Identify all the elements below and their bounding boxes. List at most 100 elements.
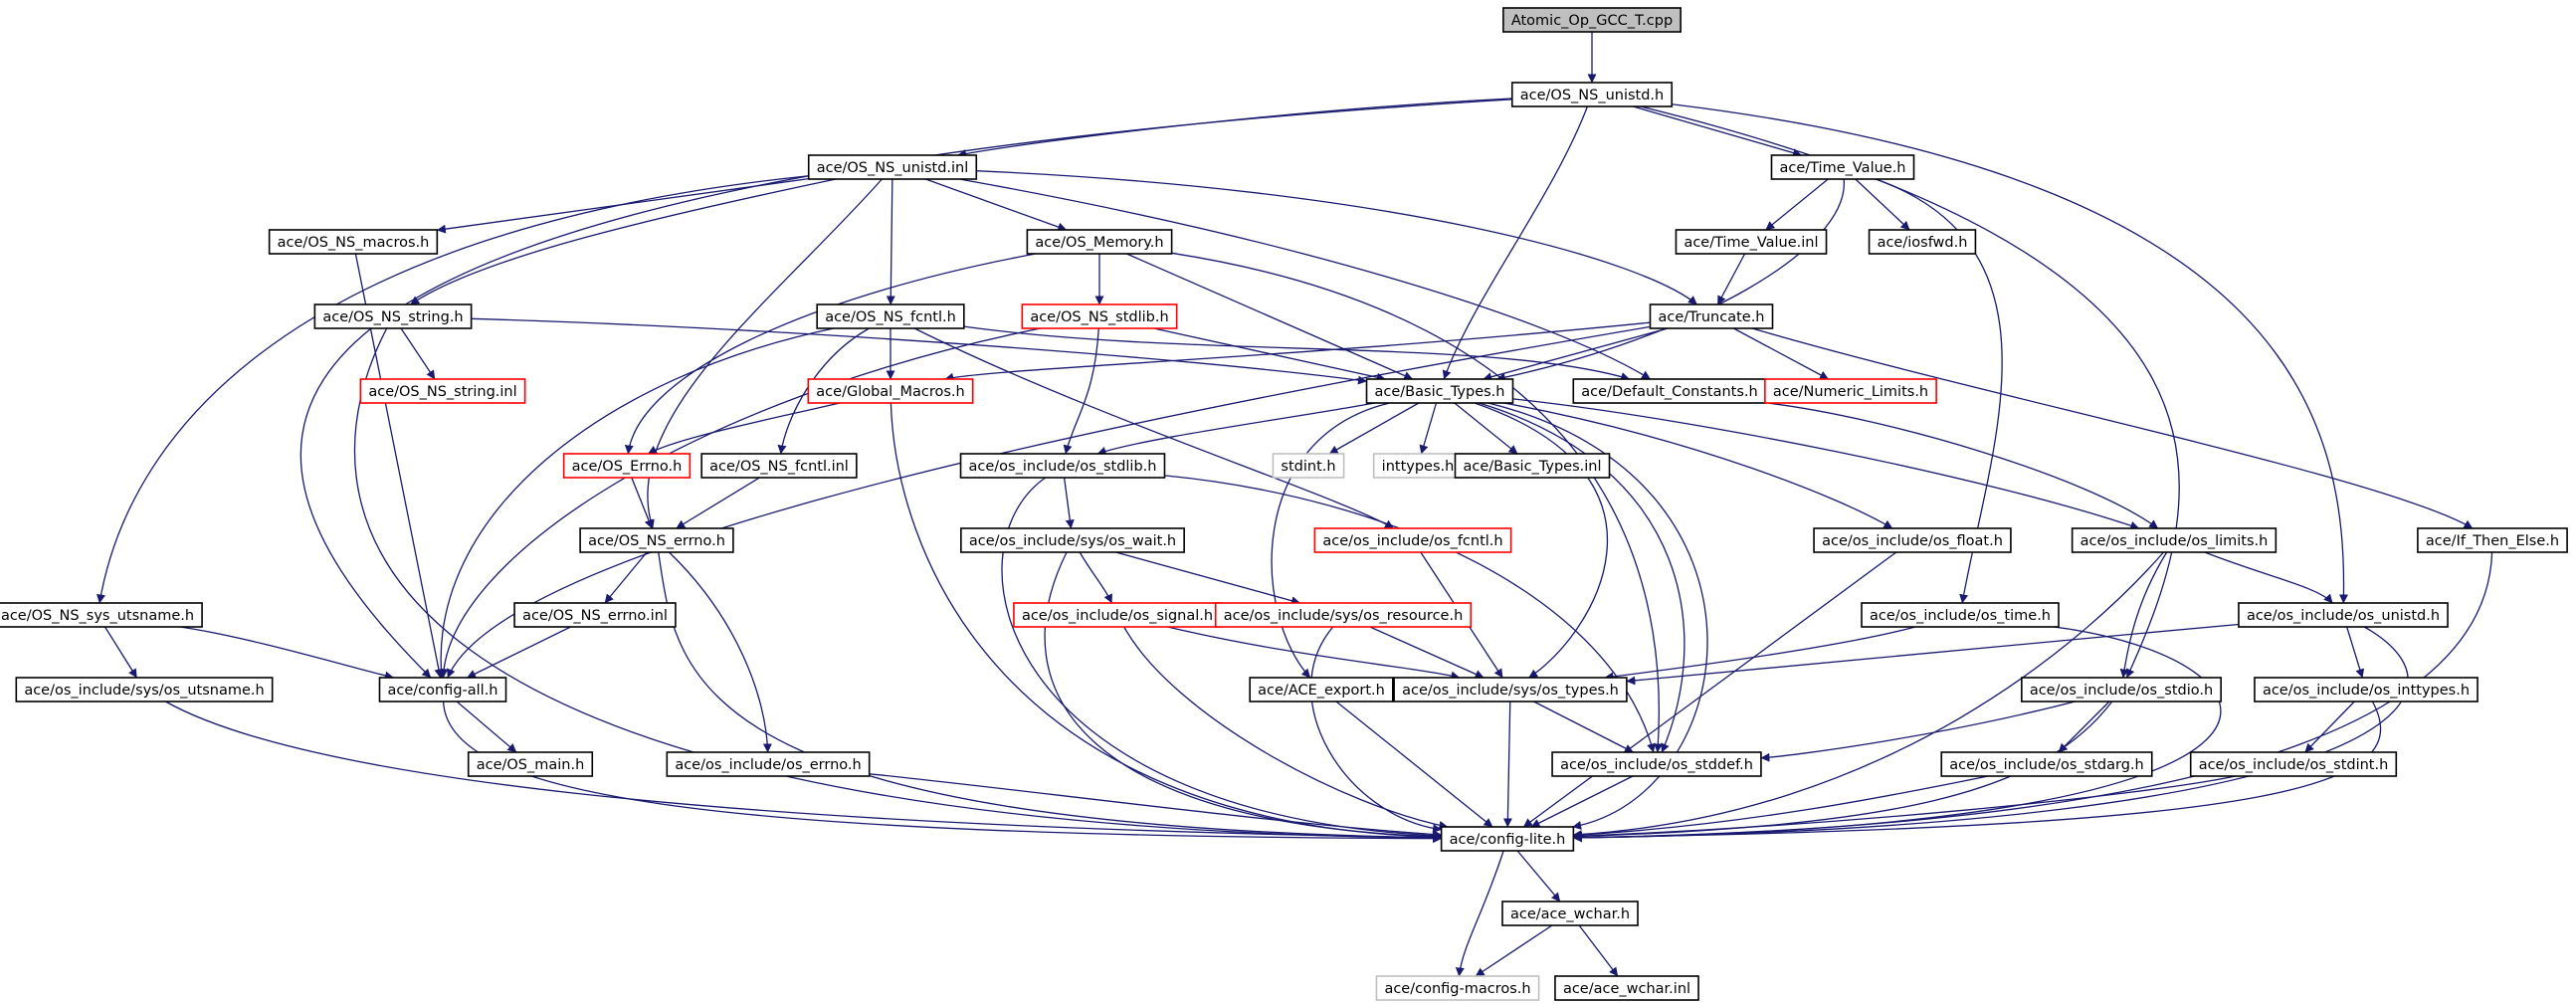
- node-label: ace/Basic_Types.inl: [1463, 459, 1601, 475]
- edge-unistd-inl-to-sys-utsname-h: [97, 175, 809, 604]
- edge-basic-types-h-to-stdint-h: [1328, 402, 1420, 455]
- node-time-value-inl[interactable]: ace/Time_Value.inl: [1675, 229, 1828, 255]
- node-fcntl-inl[interactable]: ace/OS_NS_fcntl.inl: [700, 453, 858, 479]
- node-os-inttypes-h[interactable]: ace/os_include/os_inttypes.h: [2254, 677, 2478, 702]
- node-basic-types-h[interactable]: ace/Basic_Types.h: [1365, 378, 1514, 404]
- node-label: ace/OS_NS_macros.h: [278, 235, 430, 251]
- node-sys-resource-h[interactable]: ace/os_include/sys/os_resource.h: [1214, 602, 1473, 628]
- node-os-utsname-h[interactable]: ace/os_include/sys/os_utsname.h: [15, 677, 274, 702]
- edge-config-lite-h-to-config-macros-h: [1455, 850, 1504, 977]
- node-label: ace/config-all.h: [387, 683, 497, 699]
- node-box: [562, 453, 692, 479]
- edge-unistd-h-to-os-unistd-h: [1672, 103, 2349, 604]
- node-string-inl[interactable]: ace/OS_NS_string.inl: [359, 378, 526, 404]
- node-box: [1675, 229, 1828, 255]
- node-stdlib-h[interactable]: ace/OS_NS_stdlib.h: [1021, 303, 1178, 329]
- edge-basic-types-h-to-ace-export-h: [1271, 402, 1390, 679]
- node-box: [2254, 677, 2478, 702]
- node-ns-errno-h[interactable]: ace/OS_NS_errno.h: [579, 527, 734, 553]
- edge-string-h-to-string-inl: [400, 327, 436, 380]
- edge-memory-h-to-basic-types-h: [1126, 253, 1414, 380]
- node-string-h[interactable]: ace/OS_NS_string.h: [313, 303, 473, 329]
- node-os-time-h[interactable]: ace/os_include/os_time.h: [1861, 602, 2060, 628]
- node-os-stdarg-h[interactable]: ace/os_include/os_stdarg.h: [1940, 751, 2153, 777]
- node-sys-wait-h[interactable]: ace/os_include/sys/os_wait.h: [960, 527, 1185, 553]
- edge-basic-types-h-to-os-limits-h: [1512, 398, 2140, 530]
- node-box: [960, 527, 1185, 553]
- node-label: ace/Basic_Types.h: [1375, 384, 1505, 400]
- node-default-constants-h[interactable]: ace/Default_Constants.h: [1572, 378, 1767, 404]
- node-label: ace/os_include/os_unistd.h: [2247, 608, 2440, 624]
- node-ns-errno-inl[interactable]: ace/OS_NS_errno.inl: [513, 602, 677, 628]
- node-sys-types-h[interactable]: ace/os_include/sys/os_types.h: [1393, 677, 1628, 702]
- edge-sys-wait-h-to-os-signal-h: [1079, 551, 1113, 604]
- node-label: ace/Truncate.h: [1659, 309, 1765, 325]
- node-macros-h[interactable]: ace/OS_NS_macros.h: [268, 229, 439, 255]
- node-os-stdlib-h[interactable]: ace/os_include/os_stdlib.h: [959, 453, 1166, 479]
- node-config-lite-h[interactable]: ace/config-lite.h: [1440, 826, 1575, 852]
- node-os-stdio-h[interactable]: ace/os_include/os_stdio.h: [2021, 677, 2222, 702]
- node-box: [2238, 602, 2449, 628]
- node-global-macros-h[interactable]: ace/Global_Macros.h: [807, 378, 974, 404]
- node-os-float-h[interactable]: ace/os_include/os_float.h: [1813, 527, 2012, 553]
- node-config-macros-h[interactable]: ace/config-macros.h: [1375, 975, 1540, 1001]
- node-os-limits-h[interactable]: ace/os_include/os_limits.h: [2071, 527, 2278, 553]
- node-inttypes-h[interactable]: inttypes.h: [1372, 453, 1464, 479]
- node-label: ace/Global_Macros.h: [816, 384, 964, 400]
- edge-basic-types-h-to-os-stddef-h: [1479, 402, 1685, 753]
- node-os-stddef-h[interactable]: ace/os_include/os_stddef.h: [1551, 751, 1762, 777]
- edge-sys-utsname-h-to-os-utsname-h: [103, 626, 138, 679]
- node-fcntl-h[interactable]: ace/OS_NS_fcntl.h: [816, 303, 965, 329]
- node-box: [15, 677, 274, 702]
- edge-os-unistd-h-to-sys-types-h: [1626, 623, 2240, 686]
- edge-os-stdio-h-to-os-stdarg-h: [2058, 701, 2110, 753]
- edge-config-lite-h-to-ace-wchar-h: [1516, 850, 1561, 903]
- node-time-value-h[interactable]: ace/Time_Value.h: [1770, 154, 1915, 180]
- edge-fcntl-inl-to-ns-errno-h: [676, 477, 760, 529]
- node-os-stdint-h[interactable]: ace/os_include/os_stdint.h: [2189, 751, 2398, 777]
- node-numeric-limits-h[interactable]: ace/Numeric_Limits.h: [1764, 378, 1937, 404]
- edge-fcntl-h-to-os-fcntl-h: [913, 327, 1394, 529]
- node-box: [467, 751, 594, 777]
- node-config-all-h[interactable]: ace/config-all.h: [378, 677, 507, 702]
- node-ace-wchar-h[interactable]: ace/ace_wchar.h: [1501, 901, 1639, 926]
- node-box: [1770, 154, 1915, 180]
- edge-sys-resource-h-to-config-lite-h: [1310, 626, 1443, 834]
- node-box: [1013, 602, 1222, 628]
- node-truncate-h[interactable]: ace/Truncate.h: [1649, 303, 1774, 329]
- node-iosfwd-h[interactable]: ace/iosfwd.h: [1868, 229, 1977, 255]
- node-os-signal-h[interactable]: ace/os_include/os_signal.h: [1013, 602, 1222, 628]
- node-box: [1501, 901, 1639, 926]
- node-sys-utsname-h[interactable]: ace/OS_NS_sys_utsname.h: [0, 602, 203, 628]
- edge-ns-errno-h-to-ns-errno-inl: [604, 551, 648, 604]
- node-label: ace/OS_Memory.h: [1035, 235, 1163, 251]
- edge-sys-wait-h-to-sys-resource-h: [1115, 551, 1300, 606]
- node-label: ace/OS_NS_string.inl: [368, 384, 516, 400]
- edge-unistd-inl-to-memory-h: [925, 178, 1068, 232]
- node-ace-wchar-inl[interactable]: ace/ace_wchar.inl: [1554, 975, 1699, 1001]
- node-box: [1440, 826, 1575, 852]
- node-label: stdint.h: [1281, 459, 1335, 475]
- node-box: [1365, 378, 1514, 404]
- node-stdint-h[interactable]: stdint.h: [1272, 453, 1345, 479]
- edge-os-inttypes-h-to-os-stdint-h: [2304, 701, 2355, 753]
- node-os-unistd-h[interactable]: ace/os_include/os_unistd.h: [2238, 602, 2449, 628]
- node-os-fcntl-h[interactable]: ace/os_include/os_fcntl.h: [1313, 527, 1512, 553]
- edge-os-time-h-to-sys-types-h: [1604, 626, 1916, 682]
- node-root[interactable]: Atomic_Op_GCC_T.cpp: [1502, 7, 1682, 33]
- node-box: [579, 527, 734, 553]
- edge-ns-errno-inl-to-config-all-h: [467, 626, 571, 679]
- node-errno-h[interactable]: ace/OS_Errno.h: [562, 453, 692, 479]
- node-unistd-h[interactable]: ace/OS_NS_unistd.h: [1510, 82, 1674, 107]
- node-box: [1649, 303, 1774, 329]
- node-ace-export-h[interactable]: ace/ACE_export.h: [1249, 677, 1394, 702]
- node-os-main-h[interactable]: ace/OS_main.h: [467, 751, 594, 777]
- node-unistd-inl[interactable]: ace/OS_NS_unistd.inl: [807, 154, 978, 180]
- node-os-errno-h[interactable]: ace/os_include/os_errno.h: [666, 751, 871, 777]
- node-memory-h[interactable]: ace/OS_Memory.h: [1026, 229, 1173, 255]
- edge-sys-types-h-to-config-lite-h: [1502, 701, 1512, 828]
- edge-ace-wchar-h-to-config-macros-h: [1475, 924, 1553, 977]
- edge-basic-types-h-to-config-lite-h: [1487, 402, 1708, 830]
- node-basic-types-inl[interactable]: ace/Basic_Types.inl: [1454, 453, 1611, 479]
- node-if-then-else-h[interactable]: ace/If_Then_Else.h: [2417, 527, 2568, 553]
